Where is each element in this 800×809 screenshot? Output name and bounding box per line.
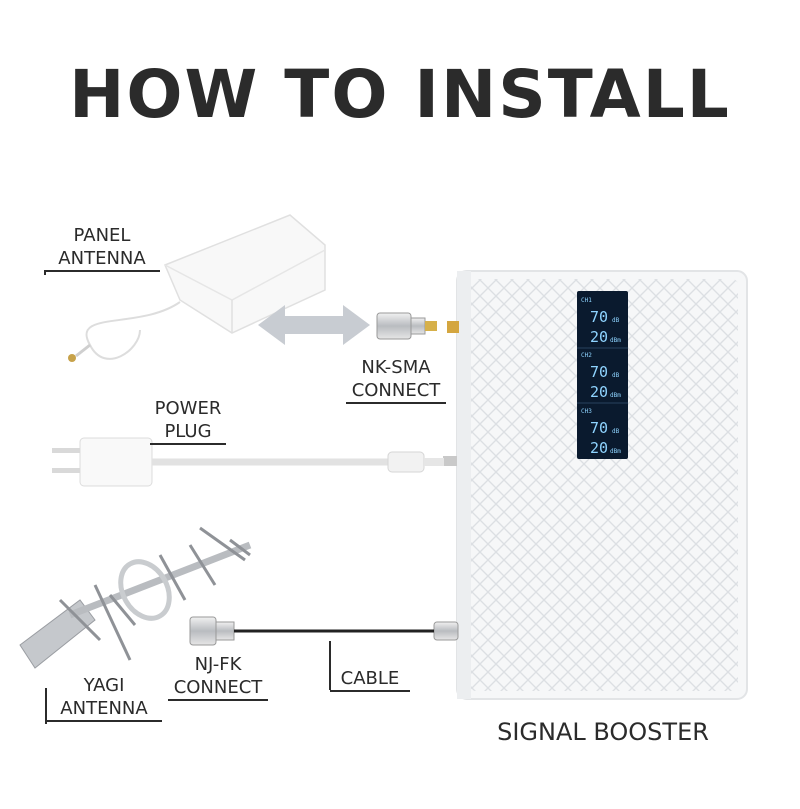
signal-booster-label: SIGNAL BOOSTER — [497, 718, 709, 746]
ch3-gain-unit: dB — [612, 428, 620, 435]
ch2-label: CH2 — [581, 352, 592, 359]
sma-port-icon — [447, 321, 459, 333]
ch3-gain: 70 — [590, 419, 608, 437]
power-plug-label: POWER PLUG — [150, 397, 226, 445]
page-title: HOW TO INSTALL — [69, 56, 731, 133]
ch1-power: 20 — [590, 328, 608, 346]
ch3-power: 20 — [590, 439, 608, 457]
lcd-display — [577, 291, 628, 459]
nj-fk-label: NJ-FK CONNECT — [168, 653, 268, 701]
ch2-power: 20 — [590, 383, 608, 401]
rf-port-icon — [433, 621, 459, 641]
ch2-power-unit: dBm — [610, 392, 621, 399]
ch2-gain-unit: dB — [612, 372, 620, 379]
panel-antenna-label: PANEL ANTENNA — [44, 224, 160, 272]
ch1-power-unit: dBm — [610, 337, 621, 344]
ch1-gain-unit: dB — [612, 317, 620, 324]
ch1-label: CH1 — [581, 297, 592, 304]
power-plug-icon — [52, 437, 444, 487]
nj-fk-connector-icon — [189, 616, 235, 646]
nk-sma-connector-icon — [376, 312, 437, 340]
cable-label: CABLE — [330, 667, 410, 692]
ch1-gain: 70 — [590, 308, 608, 326]
ch2-gain: 70 — [590, 363, 608, 381]
double-arrow-icon — [258, 305, 370, 345]
signal-booster-device: CH1 70 dB 20 dBm CH2 70 dB 20 dBm CH3 70… — [433, 270, 748, 700]
ch3-label: CH3 — [581, 408, 592, 415]
yagi-antenna-icon — [19, 526, 252, 669]
ch3-power-unit: dBm — [610, 448, 621, 455]
panel-antenna-icon — [68, 214, 326, 362]
nk-sma-label: NK-SMA CONNECT — [346, 356, 446, 404]
yagi-antenna-label: YAGI ANTENNA — [46, 674, 162, 722]
power-port-icon — [443, 456, 457, 466]
